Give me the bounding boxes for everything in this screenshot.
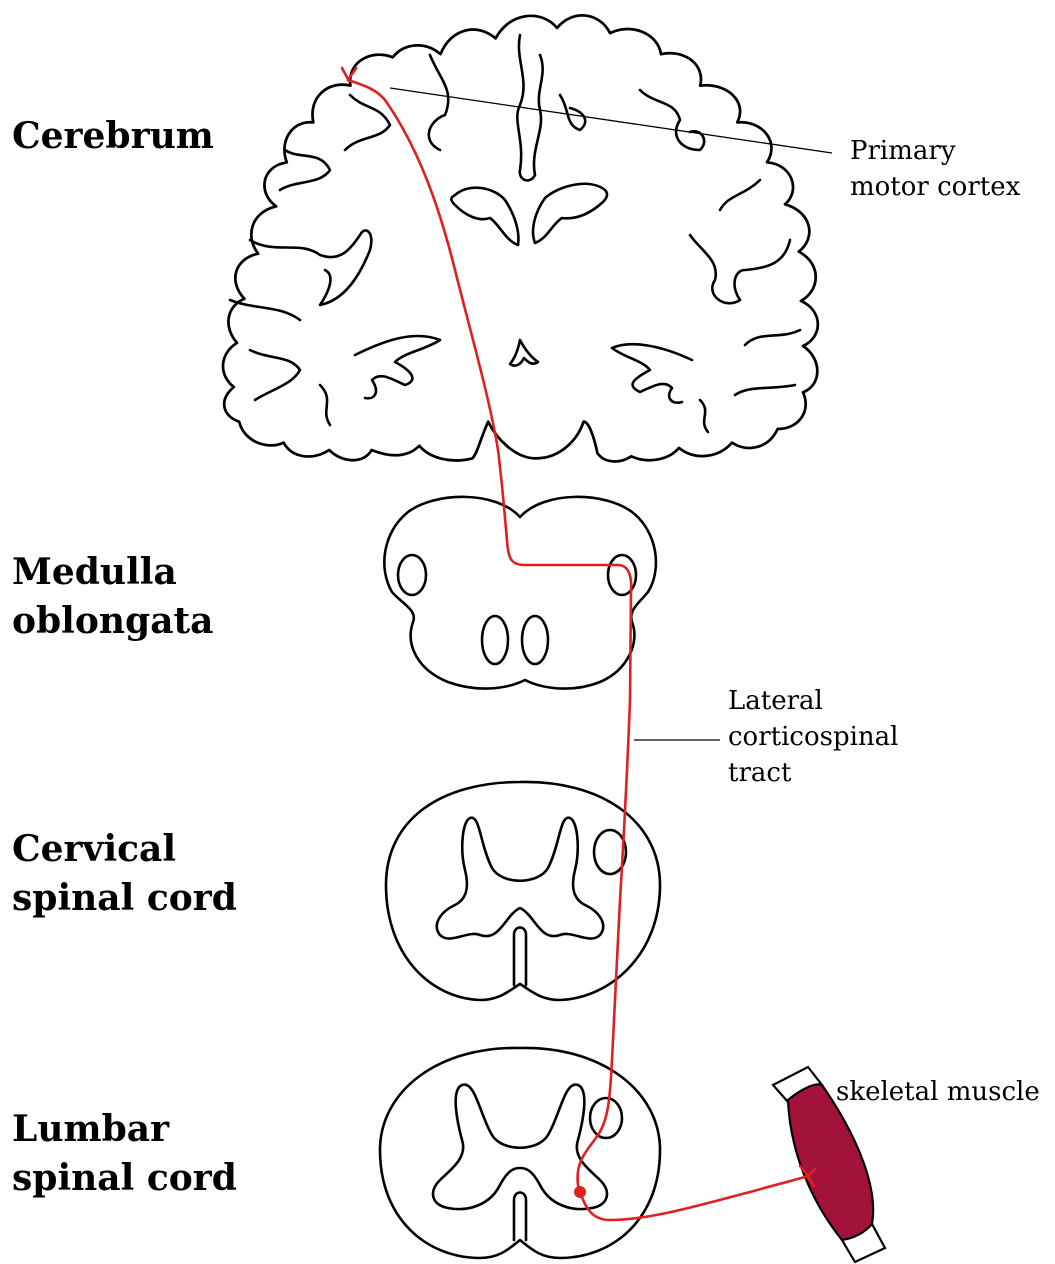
lateral-tract-label-line-2: corticospinal [728, 719, 899, 755]
medulla-tract-left [398, 555, 426, 595]
cervical-section [386, 782, 660, 1000]
lumbar-label-line-1: Lumbar [12, 1105, 237, 1154]
lumbar-label: Lumbar spinal cord [12, 1105, 237, 1203]
medulla-label: Medulla oblongata [12, 548, 214, 646]
motor-cortex-label-line-2: motor cortex [850, 169, 1020, 205]
cerebrum-label-line: Cerebrum [12, 112, 214, 161]
lateral-tract-label-line-1: Lateral [728, 683, 899, 719]
muscle-label-line: skeletal muscle [836, 1074, 1040, 1110]
cervical-label-line-1: Cervical [12, 825, 237, 874]
medulla-label-line-1: Medulla [12, 548, 214, 597]
cervical-label-line-2: spinal cord [12, 874, 237, 923]
cervical-label: Cervical spinal cord [12, 825, 237, 923]
medulla-label-line-2: oblongata [12, 597, 214, 646]
lumbar-label-line-2: spinal cord [12, 1154, 237, 1203]
motor-cortex-label-line-1: Primary [850, 133, 1020, 169]
cerebrum-label: Cerebrum [12, 112, 214, 161]
lumbar-section [380, 1048, 660, 1258]
motor-cortex-label: Primary motor cortex [850, 133, 1020, 205]
muscle-label: skeletal muscle [836, 1074, 1040, 1110]
pyramid-left [482, 616, 508, 664]
medulla-section [384, 497, 656, 689]
cerebrum-outline [223, 15, 818, 461]
lateral-tract-label-line-3: tract [728, 755, 899, 791]
lateral-tract-label: Lateral corticospinal tract [728, 683, 899, 791]
cerebrum-section [223, 15, 818, 461]
pyramid-right [522, 616, 548, 664]
